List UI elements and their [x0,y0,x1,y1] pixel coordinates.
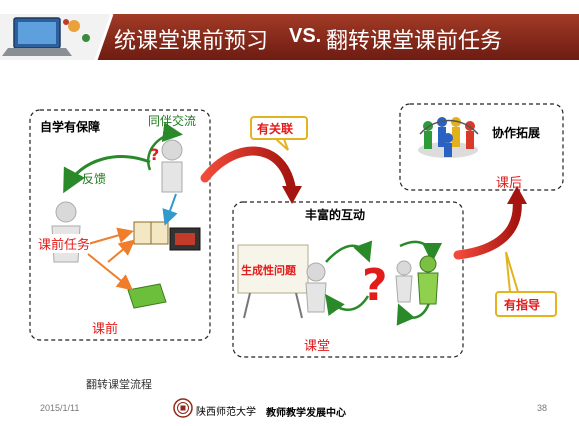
big-question-mark: ? [362,260,388,311]
page-number: 38 [537,403,548,413]
guided-callout-shape [495,251,557,317]
in-class-label: 课堂 [304,339,331,354]
guided-label: 有指导 [504,298,541,312]
title-left: 统课堂课前预习 [114,29,269,54]
interaction-arc-right-bottom [396,299,432,326]
thinking-figure: ? [150,139,183,193]
footer-university: 陕西师范大学 [196,407,256,418]
laptop-icon [2,17,90,56]
arc-arrowhead-1 [282,186,302,204]
feedback-label: 反馈 [82,172,107,186]
interaction-arc-top [325,240,373,263]
related-label: 有关联 [257,122,294,136]
arc-pre-to-class [200,146,297,197]
svg-text:?: ? [150,145,159,164]
arc-arrowhead-2 [507,186,527,204]
self-study-label: 自学有保障 [40,120,101,134]
arc-class-to-after [453,195,522,260]
pre-class-label: 课前 [92,322,119,337]
footer-date: 2015/1/11 [40,403,80,413]
peer-exchange-label: 同伴交流 [148,114,197,128]
related-callout-shape [250,116,308,151]
feedback-arc [63,155,151,194]
peer-arc [147,122,183,171]
collaboration-figures [418,117,479,158]
presentation-board [237,244,309,319]
rich-interaction-label: 丰富的互动 [305,208,366,222]
pre-class-box [29,109,211,341]
green-book-icon [127,283,167,309]
collab-extend-label: 协作拓展 [492,126,541,140]
slide-header: 统课堂课前预习 VS. 翻转课堂课前任务 [0,0,579,70]
generated-problem-label: 生成性问题 [241,264,296,277]
interaction-arc-bottom [325,293,370,317]
in-class-box [232,201,464,358]
title-vs: VS. [289,25,322,47]
resources-icon [133,221,201,251]
presenter-figure [305,262,327,313]
pre-class-task-label: 课前任务 [38,234,91,253]
interaction-arc-right-top [399,240,442,263]
header-banner [0,0,579,70]
title-right: 翻转课堂课前任务 [326,29,503,54]
after-class-box [399,103,564,191]
after-class-label: 课后 [496,176,523,191]
diagram-caption: 翻转课堂流程 [86,378,152,391]
student-group-figure [395,255,439,305]
university-seal-icon [173,398,193,418]
footer-center-name: 教师教学发展中心 [266,408,346,419]
student-figure [51,201,81,263]
